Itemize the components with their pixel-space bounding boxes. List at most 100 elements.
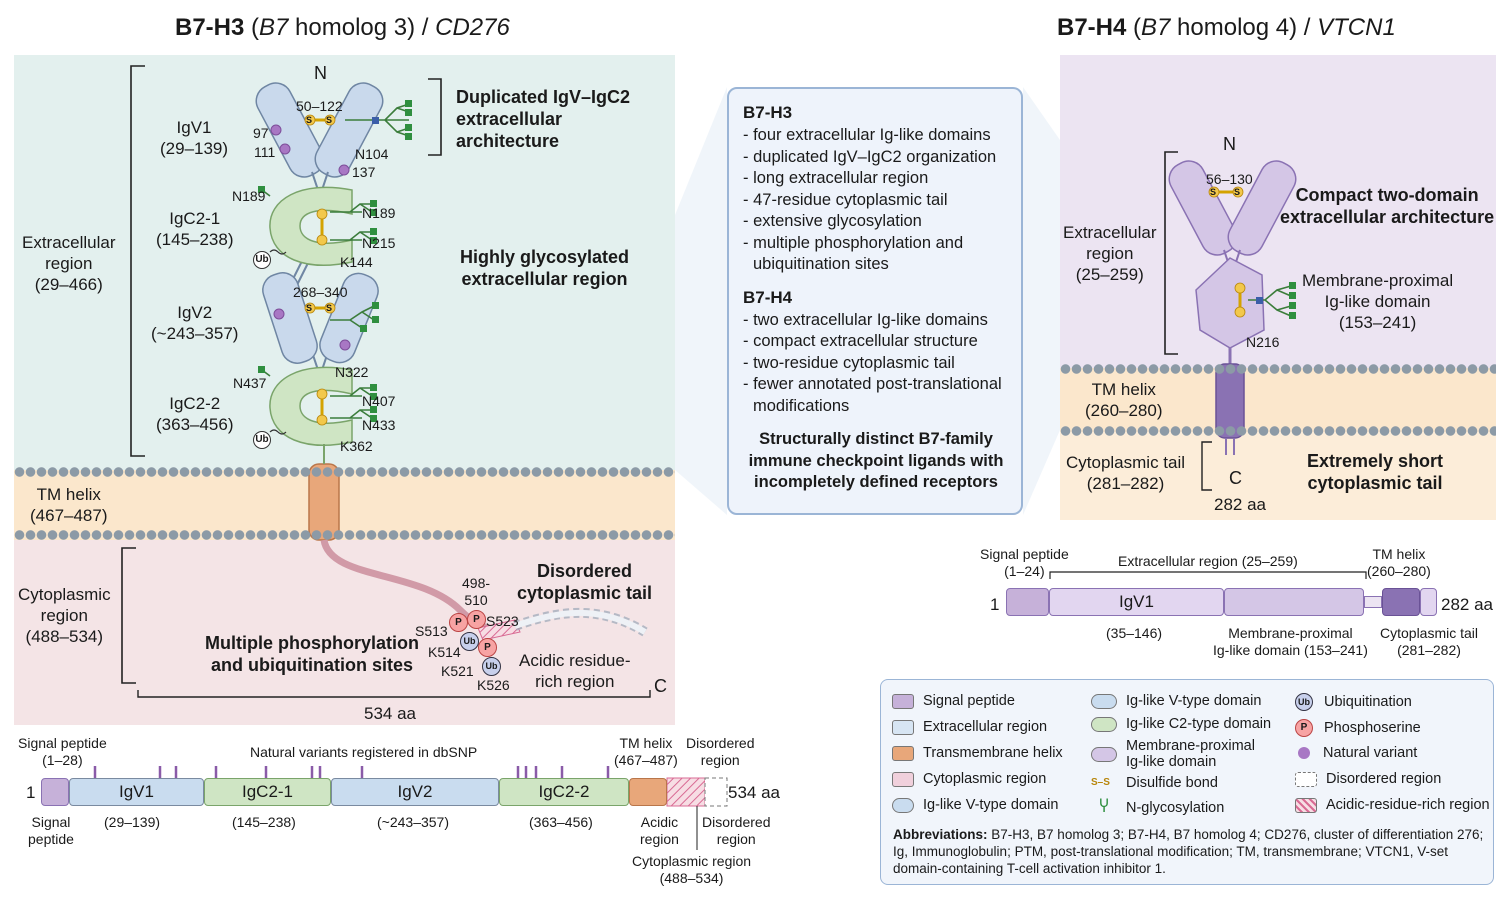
b7h3-disulfide2-label: 268–340 (293, 284, 348, 300)
list-item: two extracellular Ig-like domains (743, 310, 1009, 332)
dbsnp-label: Natural variants registered in dbSNP (250, 744, 478, 760)
list-item: 47-residue cytoplasmic tail (743, 190, 1009, 212)
b7h4-extracellular-bracket-bar (1049, 571, 1367, 579)
phospho-s513: S513 (415, 623, 448, 639)
ubiquitination-icon: Ub (253, 431, 271, 449)
b7h3-total-bracket (137, 690, 651, 698)
b7h3-n-terminus: N (314, 63, 327, 83)
b7h3-cytoplasmic-bracket (121, 547, 136, 684)
b7h3-igc22-domain (269, 366, 353, 446)
b7h4-membrane-bottom (1060, 424, 1496, 438)
ub-k526: K526 (477, 677, 510, 693)
phosphoserine-icon: P (478, 638, 497, 657)
b7h4-bar-tm-label: TM helix(260–280) (1367, 546, 1431, 579)
b7h3-bar-igc21-range: (145–238) (232, 814, 296, 830)
acidic-region-label: Acidic residue-rich region (519, 651, 631, 691)
glyco-n322: N322 (335, 364, 369, 380)
glyco-n407: N407 (362, 393, 396, 409)
b7h3-membrane-top (14, 465, 675, 479)
b7h3-membrane-bottom (14, 528, 675, 542)
b7h4-cyto-bracket (1201, 441, 1212, 491)
b7h3-total-length: 534 aa (364, 704, 416, 723)
b7h4-bar-cyto (1420, 588, 1437, 616)
b7h3-bar-igc22: IgC2-2 (499, 778, 629, 806)
legend-signal-peptide: Signal peptide (892, 693, 1015, 709)
b7h4-bar-end: 282 aa (1441, 595, 1493, 614)
b7h3-bar-igv2-range: (~243–357) (377, 814, 450, 830)
legend-cytoplasmic: Cytoplasmic region (892, 771, 1046, 787)
b7h3-acidic-region (477, 619, 521, 641)
b7h3-title: B7-H3 (B7 homolog 3) / CD276 (175, 14, 510, 41)
b7h3-bar-cyto: Cytoplasmic region(488–534) (632, 853, 752, 886)
b7h4-membrane-top (1060, 362, 1496, 376)
phosphoserine-icon: P (467, 610, 486, 629)
summary-h4-heading: B7-H4 (743, 287, 793, 307)
legend-transmembrane: Transmembrane helix (892, 745, 1063, 761)
b7h4-bar-start: 1 (990, 595, 1000, 614)
b7h3-igc21-domain (269, 186, 353, 266)
glyco-n433: N433 (362, 417, 396, 433)
cysteine-s: S (326, 115, 333, 125)
b7h4-bar-igv1-range: (35–146) (1106, 625, 1163, 641)
b7h3-bar-signal-segment (41, 778, 69, 806)
variant-97: 97 (253, 125, 269, 141)
b7h4-extracellular-bracket (1164, 151, 1178, 355)
glyco-n189a: N189 (232, 188, 266, 204)
b7h4-membrane-panel (1060, 368, 1496, 432)
cysteine-s: S (306, 115, 313, 125)
b7h3-bar-signal-label: Signal peptide(1–28) (18, 735, 107, 768)
b7h4-tm-label: TM helix(260–280) (1085, 380, 1163, 420)
summary-h4-list: two extracellular Ig-like domains compac… (743, 310, 1009, 418)
b7h3-bar-start: 1 (26, 783, 36, 802)
b7h4-disulfide-label: 56–130 (1206, 171, 1253, 187)
phosphoserine-icon: P (449, 613, 468, 632)
b7h3-bar-tm-label: TM helix(467–487) (614, 735, 678, 768)
b7h3-bar-igc22-range: (363–456) (529, 814, 593, 830)
ub-k521: K521 (441, 663, 474, 679)
cysteine-s: S (1210, 187, 1217, 197)
legend-disordered: Disordered region (1295, 771, 1441, 787)
ub-k362: K362 (340, 438, 373, 454)
b7h3-bar-igv1-range: (29–139) (104, 814, 161, 830)
b7h3-igc22-label: IgC2-2(363–456) (156, 394, 234, 434)
b7h3-tm-label: TM helix(467–487) (30, 485, 108, 525)
b7h3-igv2-label: IgV2(~243–357) (151, 303, 239, 343)
legend-box: Signal peptide Extracellular region Tran… (880, 679, 1494, 885)
b7h3-disulfide1-label: 50–122 (296, 98, 343, 114)
natural-variant-dots (270, 124, 351, 351)
b7h3-bar-tm (629, 778, 667, 806)
b7h4-bar-gap (1364, 596, 1382, 608)
summary-h3-list: four extracellular Ig-like domains dupli… (743, 125, 1009, 276)
b7h3-bar-igc21: IgC2-1 (204, 778, 331, 806)
list-item: fewer annotated post-translational modif… (743, 374, 1009, 417)
list-item: compact extracellular structure (743, 331, 1009, 353)
legend-igv-1: Ig-like V-type domain (892, 797, 1058, 813)
b7h4-c-terminus: C (1229, 468, 1242, 488)
b7h3-sequence-bar (93, 766, 728, 850)
b7h3-dup-bracket (428, 78, 442, 156)
variant-137: 137 (352, 164, 376, 180)
b7h3-bar-end: 534 aa (728, 783, 780, 802)
legend-acidic: Acidic-residue-rich region (1295, 797, 1490, 813)
ubiquitination-icon: Ub (482, 657, 501, 676)
cysteine-s: S (1234, 187, 1241, 197)
b7h4-title: B7-H4 (B7 homolog 4) / VTCN1 (1057, 14, 1396, 41)
b7h3-cytoplasmic-panel (14, 540, 675, 725)
summary-h3-heading: B7-H3 (743, 103, 793, 122)
b7h4-total-length: 282 aa (1214, 495, 1266, 514)
b7h4-n-terminus: N (1223, 134, 1236, 154)
b7h4-bar-igv1: IgV1 (1049, 588, 1224, 616)
